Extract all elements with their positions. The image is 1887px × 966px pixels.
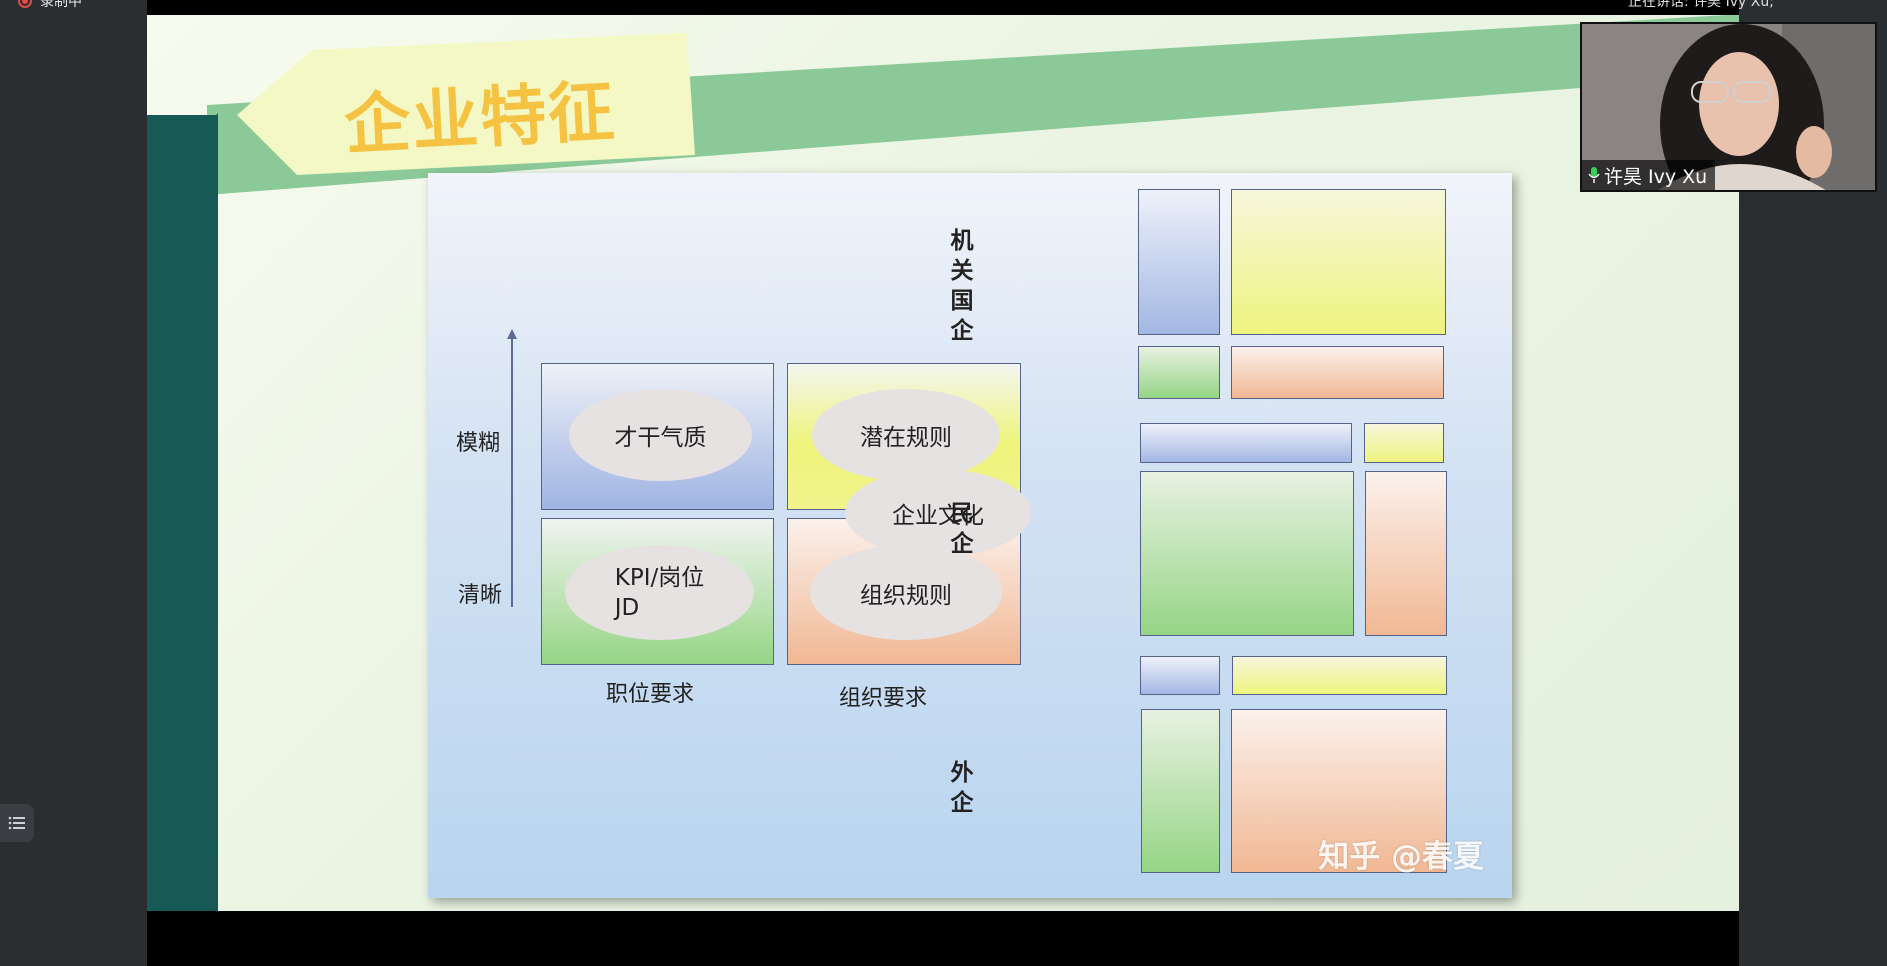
- private-box-blue: [1140, 423, 1352, 463]
- private-box-orange: [1365, 471, 1447, 636]
- culture-text: 企业文化: [892, 503, 984, 529]
- foreign-box-blue: [1140, 656, 1220, 695]
- kpi-line-1: KPI/岗位: [614, 564, 705, 591]
- label-org-rules: 组织规则: [810, 545, 1002, 640]
- slide-side-corner: [147, 113, 218, 185]
- state-box-orange: [1231, 346, 1444, 399]
- foreign-box-orange: [1231, 709, 1447, 873]
- title-banner: [237, 33, 695, 175]
- foreign-box-yellow: [1232, 656, 1447, 695]
- foreign-char-2: 企: [950, 790, 974, 816]
- private-char-1: 民: [950, 501, 974, 527]
- ability-text: 才干气质: [614, 425, 707, 451]
- microphone-icon: [1588, 167, 1600, 183]
- video-tile[interactable]: 许昊 Ivy Xu: [1580, 22, 1877, 192]
- watermark: 知乎 @春夏: [1318, 839, 1484, 875]
- state-char-4: 企: [950, 318, 974, 344]
- org-rules-text: 组织规则: [860, 582, 952, 609]
- group-label-foreign: 外 企: [948, 758, 976, 818]
- list-icon: [8, 816, 25, 830]
- y-axis-top-label: 模糊: [456, 431, 501, 456]
- y-axis-arrow: [507, 329, 517, 607]
- column-label-position: 职位要求: [606, 682, 695, 707]
- y-axis-bottom-label: 清晰: [458, 583, 503, 608]
- speaking-text: 正在讲话: 许昊 Ivy Xu;: [1628, 0, 1774, 10]
- participant-name-tag: 许昊 Ivy Xu: [1582, 160, 1716, 190]
- participant-name: 许昊 Ivy Xu: [1604, 165, 1708, 188]
- shared-screen: 企业特征 模糊 清晰 才干气质 潜在规则: [147, 0, 1739, 966]
- state-char-1: 机: [950, 228, 974, 254]
- foreign-box-green: [1141, 709, 1220, 873]
- group-label-state: 机 关 国 企: [948, 226, 976, 346]
- latent-rules-text: 潜在规则: [860, 425, 952, 451]
- column-label-organization: 组织要求: [839, 686, 928, 711]
- label-latent-rules: 潜在规则: [812, 389, 1000, 481]
- group-label-private: 民 企: [948, 499, 976, 559]
- private-box-green: [1140, 471, 1354, 636]
- state-char-3: 国: [950, 288, 974, 314]
- foreign-char-1: 外: [950, 760, 974, 786]
- recording-status: 录制中: [40, 0, 82, 10]
- label-kpi: KPI/岗位 JD: [565, 545, 754, 640]
- label-ability: 才干气质: [569, 389, 752, 481]
- state-box-blue: [1138, 189, 1220, 335]
- slide-side-bar: [147, 115, 218, 911]
- private-box-yellow: [1364, 423, 1444, 463]
- record-icon: [18, 0, 32, 8]
- state-box-yellow: [1231, 189, 1446, 335]
- speaking-indicator: 正在讲话: 许昊 Ivy Xu;: [1628, 0, 1774, 10]
- kpi-line-2: JD: [614, 594, 640, 621]
- state-char-2: 关: [950, 258, 974, 284]
- presentation-slide: 企业特征 模糊 清晰 才干气质 潜在规则: [147, 15, 1739, 911]
- content-card: 模糊 清晰 才干气质 潜在规则 企业文化 KPI/岗位: [428, 173, 1512, 898]
- slide-title: 企业特征: [342, 72, 619, 165]
- label-culture: 企业文化: [845, 469, 1031, 557]
- list-toggle-button[interactable]: [0, 804, 34, 842]
- kpi-text: KPI/岗位 JD: [615, 563, 704, 623]
- recording-indicator[interactable]: 录制中: [18, 0, 82, 10]
- private-char-2: 企: [950, 531, 974, 557]
- state-box-green: [1138, 346, 1220, 399]
